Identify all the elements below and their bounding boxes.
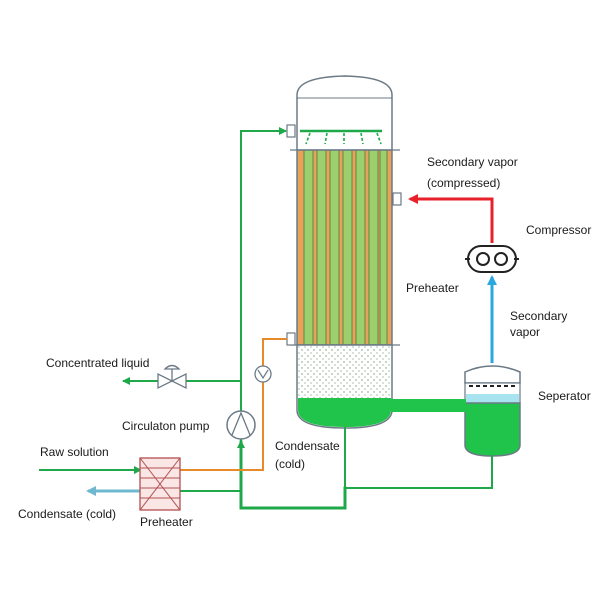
label-preheater-top: Preheater	[406, 281, 459, 295]
label-condensate-cold: Condensate (cold)	[18, 507, 116, 521]
sump-to-separator-pipe	[391, 399, 466, 412]
label-preheater-bottom: Preheater	[140, 515, 193, 529]
label-secondary-vapor-compressed-2: (compressed)	[427, 176, 500, 190]
pump-suction-line	[237, 440, 347, 510]
label-raw-solution: Raw solution	[40, 445, 109, 459]
vapor-inlet-nozzle	[392, 192, 402, 206]
label-circulation-pump: Circulaton pump	[122, 419, 210, 433]
liquid-piping	[39, 127, 493, 510]
compressor	[465, 245, 519, 273]
label-secondary-vapor-2: vapor	[510, 325, 540, 339]
condensate-outlet-nozzle	[286, 332, 296, 346]
control-valve	[157, 364, 187, 390]
sump-liquid	[298, 398, 391, 427]
label-compressor: Compressor	[526, 223, 591, 237]
labels: Secondary vapor (compressed) Compressor …	[18, 155, 591, 529]
circulation-pump	[226, 410, 256, 440]
condensate-pump	[254, 365, 272, 383]
label-separator: Seperator	[538, 389, 591, 403]
sump-dotted-region	[298, 346, 391, 398]
separator-liquid	[464, 402, 521, 457]
top-inlet-nozzle	[286, 124, 296, 138]
label-condensate-2: (cold)	[275, 457, 305, 471]
label-concentrated-liquid: Concentrated liquid	[46, 356, 149, 370]
separator-foam	[466, 394, 519, 404]
circulation-riser	[240, 127, 287, 441]
sump-return-line	[344, 427, 493, 489]
label-secondary-vapor-1: Secondary	[510, 309, 567, 323]
compressed-vapor-line	[408, 194, 494, 243]
spray-nozzles	[305, 132, 382, 145]
separator-vessel	[464, 365, 521, 457]
preheater-exchanger	[139, 457, 181, 511]
label-secondary-vapor-compressed-1: Secondary vapor	[427, 155, 518, 169]
evaporator-column	[286, 75, 402, 429]
label-condensate-1: Condensate	[275, 439, 340, 453]
condensate-line	[180, 338, 287, 471]
